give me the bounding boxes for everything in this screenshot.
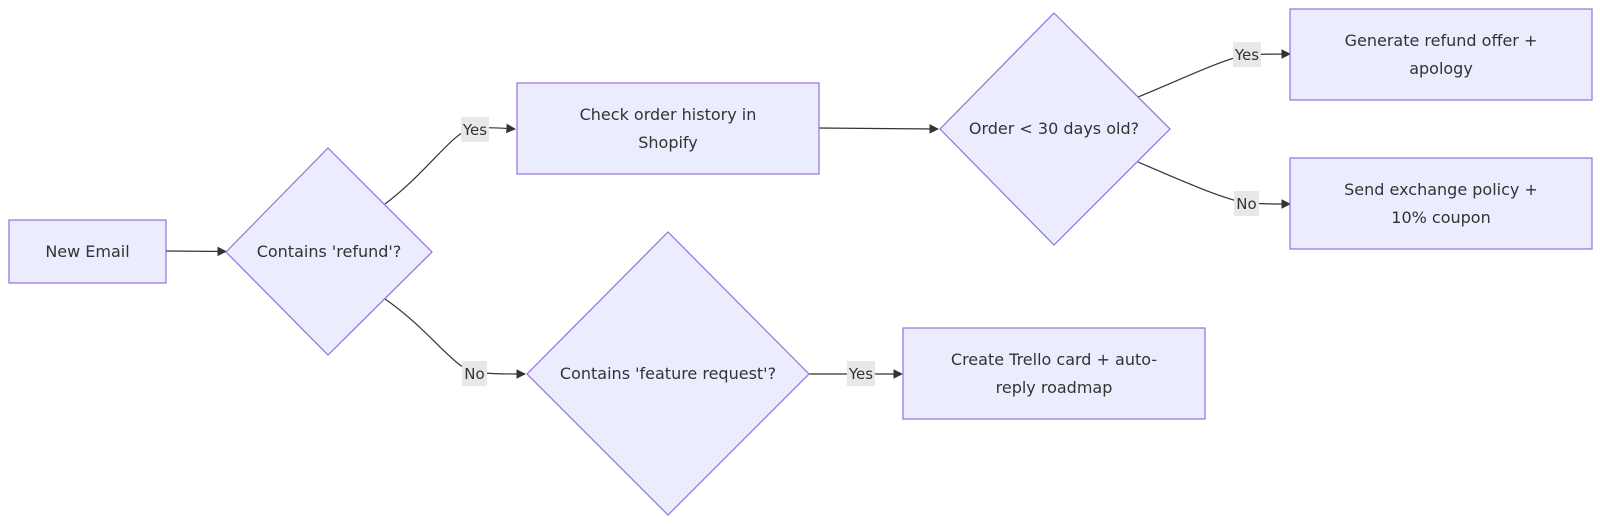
edge-label-refund-yes: Yes (461, 117, 489, 142)
node-trello-card: Create Trello card + auto- reply roadmap (902, 327, 1206, 420)
edge-labels: Yes No Yes No Yes (461, 42, 1261, 386)
node-label-line-1: Generate refund offer + (1345, 31, 1538, 50)
node-label-line-1: Create Trello card + auto- (951, 350, 1157, 369)
edge-label-text: No (1236, 195, 1256, 213)
node-label-line-1: Send exchange policy + (1344, 180, 1538, 199)
node-label-line-2: apology (1409, 59, 1473, 78)
node-contains-refund: Contains 'refund'? (225, 147, 433, 356)
node-label-line-1: Check order history in (580, 105, 757, 124)
edge-label-age-no: No (1234, 191, 1259, 216)
node-label-line-2: reply roadmap (996, 378, 1113, 397)
nodes: New Email Contains 'refund'? Check order… (8, 8, 1593, 516)
node-contains-feature-request: Contains 'feature request'? (526, 231, 810, 516)
node-label: New Email (45, 242, 129, 261)
node-label-line-2: 10% coupon (1391, 208, 1490, 227)
edge-age-check-yes (1137, 49, 1291, 98)
edge-order-history-to-age-check (817, 124, 939, 134)
node-exchange-policy: Send exchange policy + 10% coupon (1289, 157, 1593, 250)
edge-new-email-to-refund-check (165, 246, 227, 257)
edge-label-text: Yes (1234, 46, 1259, 64)
edge-age-check-no (1137, 161, 1291, 209)
node-check-order-history: Check order history in Shopify (516, 82, 820, 175)
node-order-age-check: Order < 30 days old? (939, 12, 1171, 246)
edge-label-text: Yes (462, 121, 487, 139)
node-label: Order < 30 days old? (969, 119, 1139, 138)
edge-label-age-yes: Yes (1233, 42, 1261, 67)
edge-label-refund-no: No (462, 361, 487, 386)
edge-refund-check-yes (384, 123, 516, 205)
node-refund-offer: Generate refund offer + apology (1289, 8, 1593, 101)
edge-label-text: No (464, 365, 484, 383)
node-label-line-2: Shopify (638, 133, 698, 152)
edge-label-text: Yes (848, 365, 873, 383)
edge-refund-check-no (384, 298, 526, 379)
node-label: Contains 'refund'? (257, 242, 402, 261)
node-label: Contains 'feature request'? (560, 364, 776, 383)
node-new-email: New Email (8, 219, 167, 284)
edge-label-feature-yes: Yes (847, 361, 875, 386)
